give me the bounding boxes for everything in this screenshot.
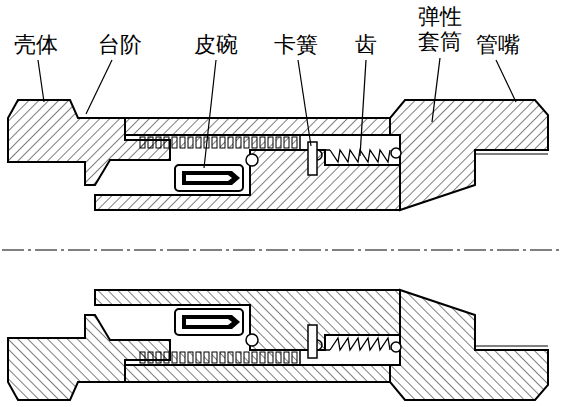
part-label: 台阶 bbox=[98, 32, 142, 58]
part-label: 齿 bbox=[355, 32, 377, 58]
part-label: 弹性 套筒 bbox=[418, 4, 469, 54]
part-label: 壳体 bbox=[14, 32, 58, 58]
part-label: 卡簧 bbox=[274, 32, 318, 58]
part-label: 皮碗 bbox=[194, 32, 238, 58]
part-label: 管嘴 bbox=[476, 32, 520, 58]
